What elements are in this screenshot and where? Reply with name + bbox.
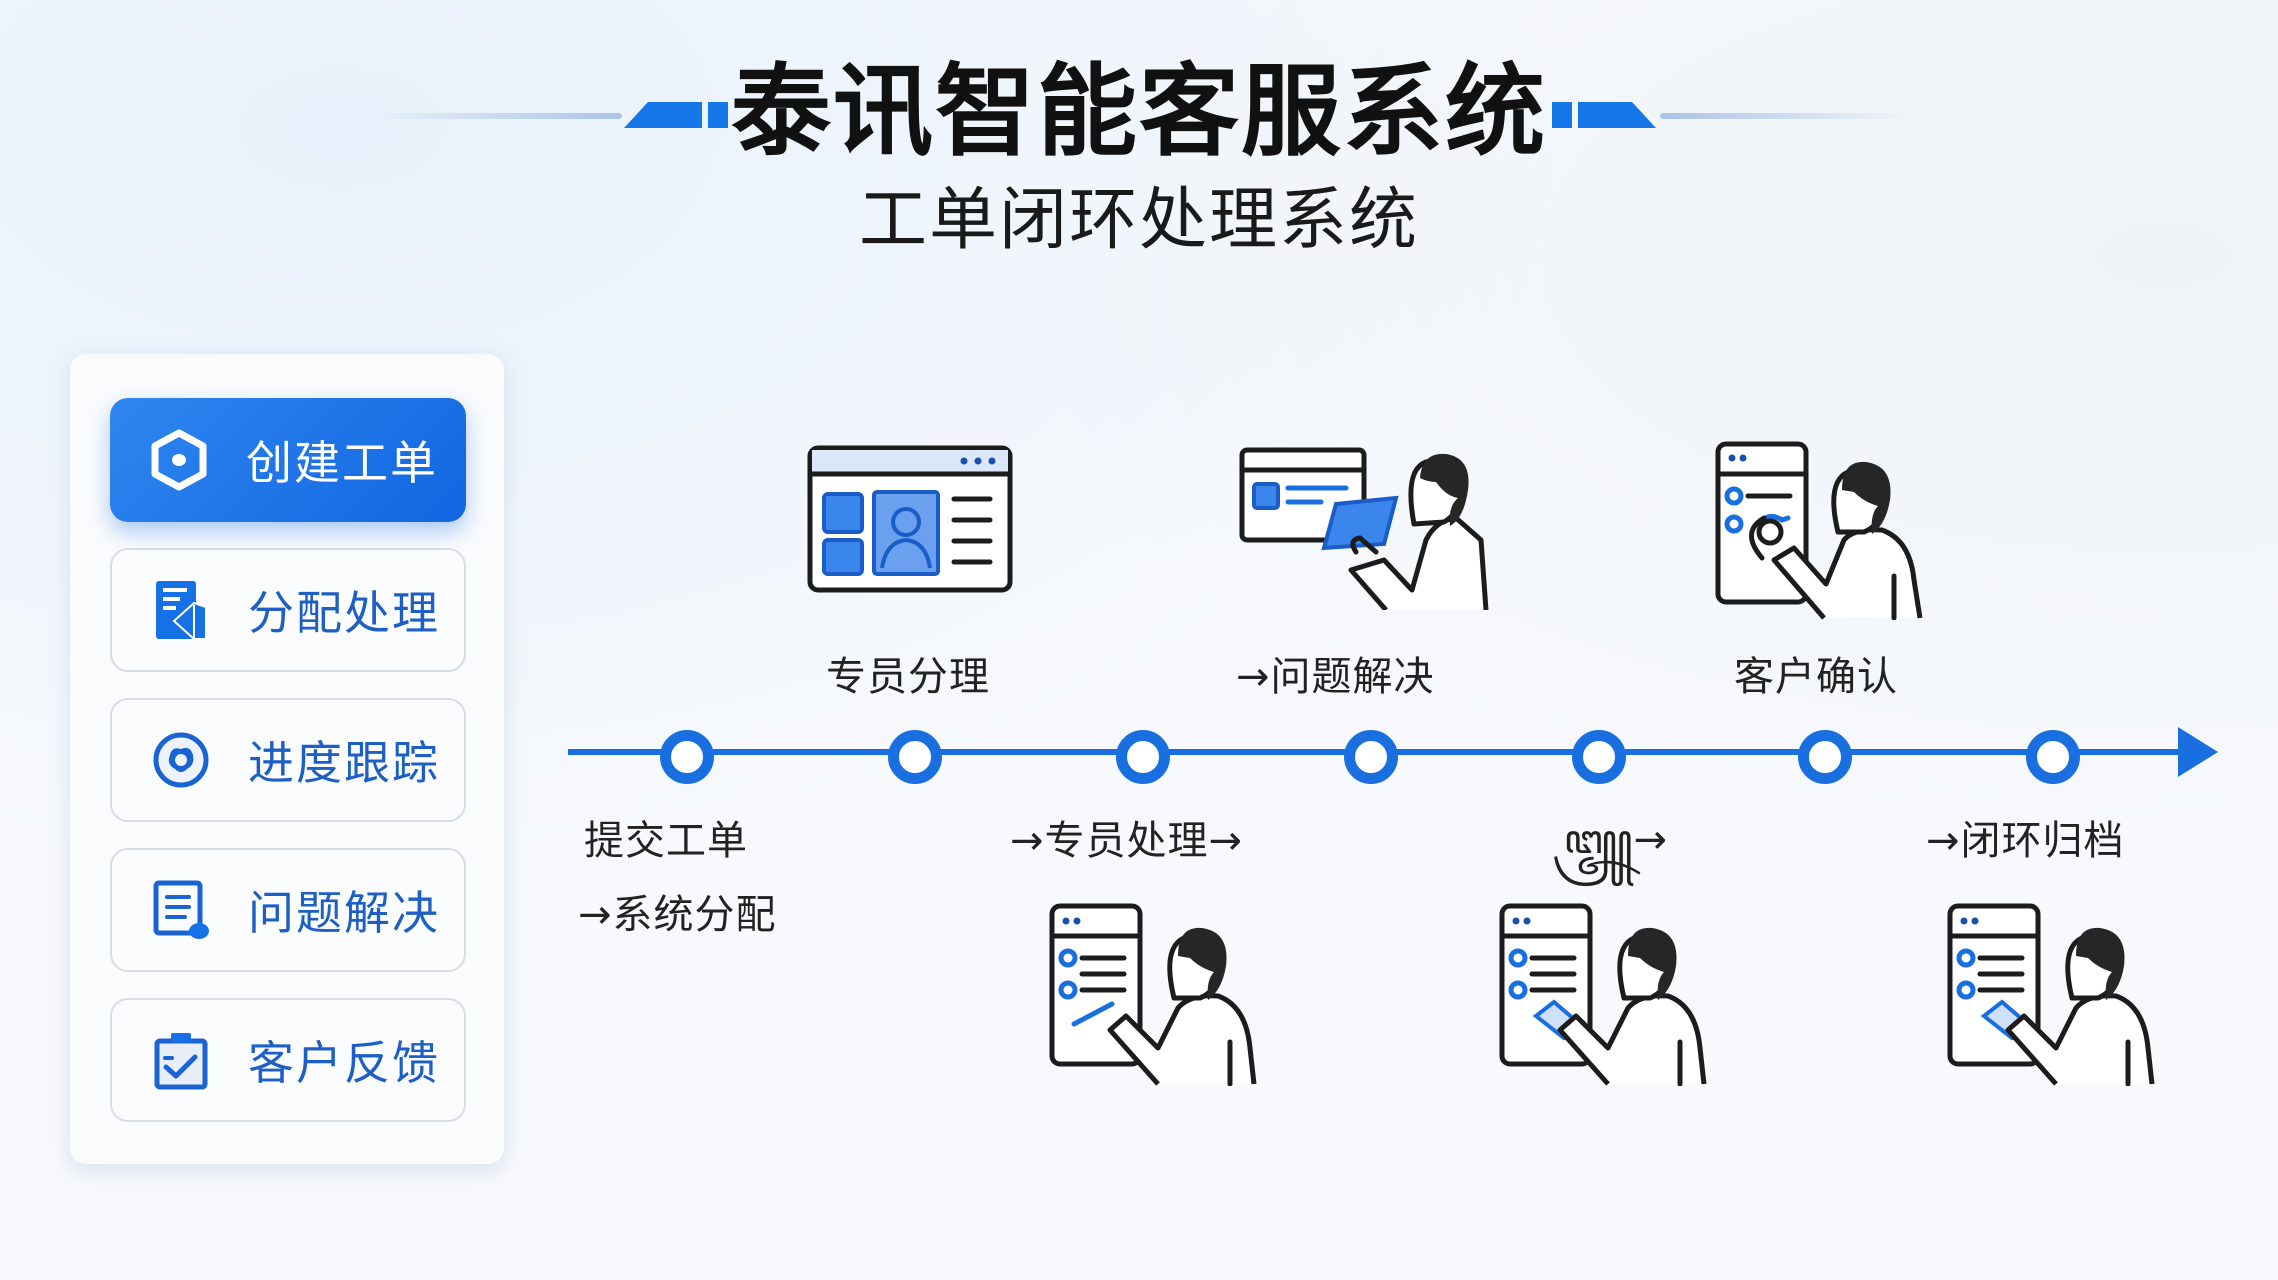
timeline-node[interactable] bbox=[1116, 730, 1170, 784]
person-checklist-illustration bbox=[1947, 903, 2155, 1086]
sidebar-item-label: 客户反馈 bbox=[248, 1036, 440, 1090]
timeline-node[interactable] bbox=[1344, 730, 1398, 784]
person-checklist-illustration bbox=[1049, 903, 1257, 1086]
step-label-top: 客户确认 bbox=[1734, 654, 1898, 700]
step-label-bottom: 提交工单 bbox=[584, 818, 748, 864]
sidebar-item-progress[interactable]: 进度跟踪 bbox=[110, 698, 466, 822]
sidebar-item-feedback[interactable]: 客户反馈 bbox=[110, 998, 466, 1122]
step-label-bottom: →专员处理→ bbox=[1010, 818, 1244, 864]
title-decoration-line-left bbox=[372, 113, 622, 119]
timeline-node[interactable] bbox=[660, 730, 714, 784]
clipboard-check-icon bbox=[150, 1029, 212, 1091]
timeline-arrow-icon bbox=[2178, 727, 2218, 777]
sidebar-item-label: 创建工单 bbox=[246, 436, 438, 490]
page-title: 泰讯智能客服系统 bbox=[731, 53, 1547, 170]
title-decoration-block-left bbox=[624, 102, 728, 128]
sidebar-item-label: 问题解决 bbox=[248, 886, 440, 940]
timeline-node[interactable] bbox=[1572, 730, 1626, 784]
profile-window-illustration bbox=[807, 445, 1013, 593]
sidebar-item-label: 进度跟踪 bbox=[248, 736, 440, 790]
title-decoration-block-right bbox=[1552, 102, 1656, 128]
hexagon-icon bbox=[148, 429, 210, 491]
sidebar-menu: 创建工单 分配处理 进度跟踪 bbox=[70, 354, 504, 1164]
document-assign-icon bbox=[150, 579, 212, 641]
step-label-top: 专员分理 bbox=[826, 654, 990, 700]
step-label-bottom: ꧃→ bbox=[1552, 817, 1668, 863]
timeline-node[interactable] bbox=[2026, 730, 2080, 784]
step-label-bottom: →系统分配 bbox=[578, 892, 777, 938]
page-subtitle: 工单闭环处理系统 bbox=[858, 181, 1419, 260]
sidebar-item-label: 分配处理 bbox=[248, 586, 440, 640]
timeline-node[interactable] bbox=[888, 730, 942, 784]
step-label-top: →问题解决 bbox=[1236, 654, 1435, 700]
person-tablet-illustration bbox=[1239, 447, 1489, 610]
sidebar-item-assign[interactable]: 分配处理 bbox=[110, 548, 466, 672]
timeline-node[interactable] bbox=[1798, 730, 1852, 784]
progress-circle-icon bbox=[150, 729, 212, 791]
sidebar-item-create-ticket[interactable]: 创建工单 bbox=[110, 398, 466, 522]
person-touch-screen-illustration bbox=[1715, 441, 1923, 620]
step-label-bottom: →闭环归档 bbox=[1926, 818, 2125, 864]
sidebar-item-resolve[interactable]: 问题解决 bbox=[110, 848, 466, 972]
title-decoration-line-right bbox=[1660, 113, 1910, 119]
person-checklist-illustration bbox=[1499, 903, 1707, 1086]
list-document-icon bbox=[150, 879, 212, 941]
